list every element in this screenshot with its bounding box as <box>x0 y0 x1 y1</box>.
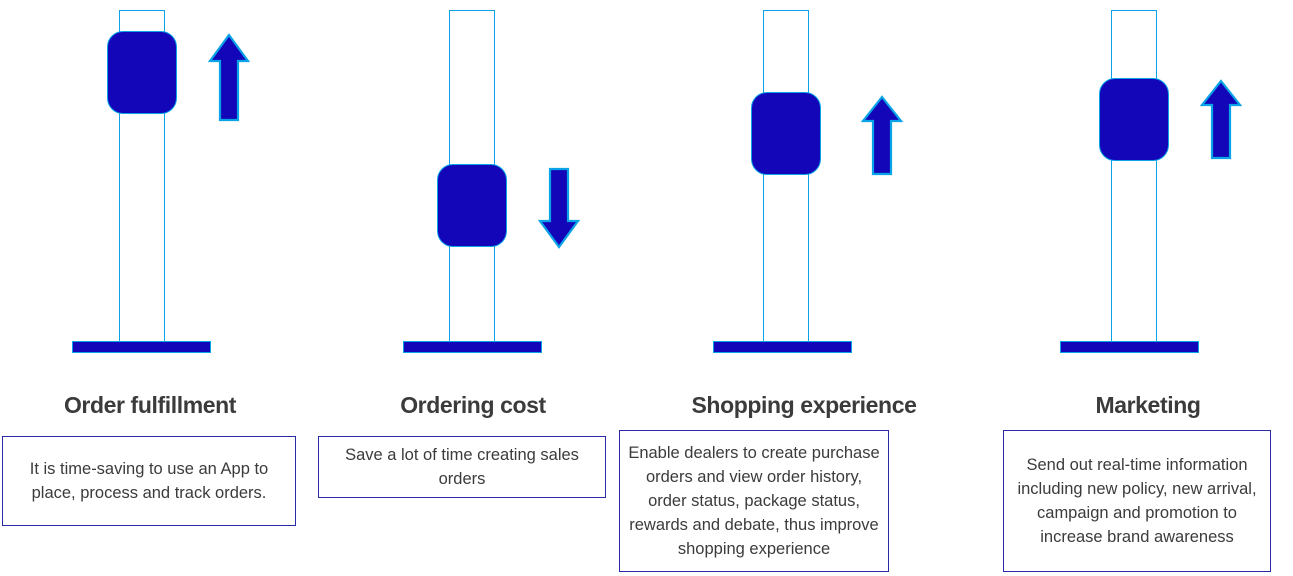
gauge-tube <box>763 10 809 348</box>
description-box-order-fulfillment: It is time-saving to use an App to place… <box>2 436 296 526</box>
gauge-base <box>713 341 852 353</box>
page-title-order-fulfillment: Order fulfillment <box>63 392 237 418</box>
gauge-marketing <box>1003 0 1293 370</box>
gauge-tube <box>1111 10 1157 348</box>
arrow-up-icon <box>1200 79 1242 160</box>
description-text: It is time-saving to use an App to place… <box>29 459 269 502</box>
description-box-marketing: Send out real-time information including… <box>1003 430 1271 572</box>
page-title-shopping-experience: Shopping experience <box>691 392 917 418</box>
arrow-up-icon <box>861 95 903 176</box>
gauge-base <box>403 341 542 353</box>
gauge-indicator <box>751 92 821 175</box>
arrow-up-icon <box>208 33 250 122</box>
arrow-down-icon <box>538 167 580 249</box>
gauge-shopping-experience <box>619 0 989 370</box>
gauge-indicator <box>437 164 507 247</box>
description-text: Send out real-time information including… <box>1017 455 1257 546</box>
gauge-tube <box>119 10 165 348</box>
description-text: Enable dealers to create purchase orders… <box>628 443 880 558</box>
description-box-shopping-experience: Enable dealers to create purchase orders… <box>619 430 889 572</box>
gauge-ordering-cost <box>323 0 623 370</box>
metric-column-shopping-experience: Shopping experience Enable dealers to cr… <box>619 0 989 576</box>
metric-column-ordering-cost: Ordering cost Save a lot of time creatin… <box>318 0 623 576</box>
gauge-order-fulfillment <box>0 0 300 370</box>
gauge-base <box>1060 341 1199 353</box>
metric-column-order-fulfillment: Order fulfillment It is time-saving to u… <box>0 0 300 576</box>
metric-column-marketing: Marketing Send out real-time information… <box>1003 0 1293 576</box>
page-title-marketing: Marketing <box>1095 392 1201 418</box>
description-box-ordering-cost: Save a lot of time creating sales orders <box>318 436 606 498</box>
gauge-base <box>72 341 211 353</box>
gauge-indicator <box>1099 78 1169 161</box>
page-title-ordering-cost: Ordering cost <box>400 392 546 418</box>
gauge-indicator <box>107 31 177 114</box>
description-text: Save a lot of time creating sales orders <box>345 445 579 488</box>
